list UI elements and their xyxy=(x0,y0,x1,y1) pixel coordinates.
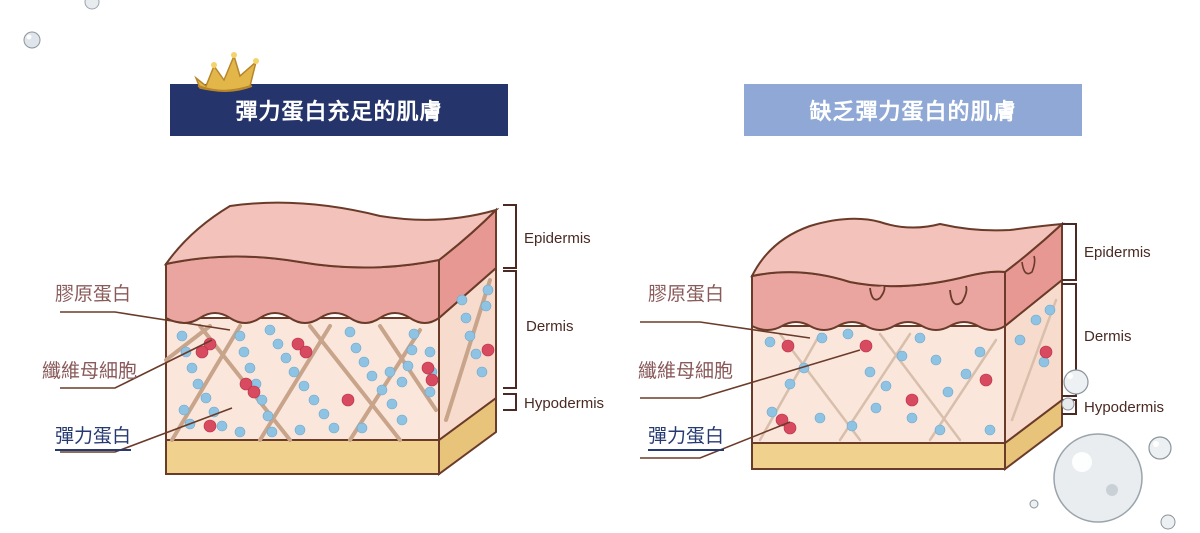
panel-title-lacking-elastin: 缺乏彈力蛋白的肌膚 xyxy=(744,84,1082,136)
label-hypodermis-right: Hypodermis xyxy=(1084,399,1165,416)
label-elastin-left: 彈力蛋白 xyxy=(55,421,132,451)
water-drop-icon xyxy=(23,0,100,49)
fibroblast-cells-right xyxy=(775,339,1053,435)
label-dermis-right: Dermis xyxy=(1084,328,1132,345)
label-collagen-right: 膠原蛋白 xyxy=(648,283,725,305)
elastin-fibers-right xyxy=(764,304,1056,436)
label-hypodermis-left: Hypodermis xyxy=(524,395,605,412)
elastin-fibers-left xyxy=(176,284,494,438)
skin-block-left xyxy=(60,201,517,476)
label-elastin-right: 彈力蛋白 xyxy=(648,421,725,451)
water-drop-icon xyxy=(1029,369,1176,530)
skin-block-right xyxy=(640,217,1077,472)
label-dermis-left: Dermis xyxy=(526,318,574,335)
label-epidermis-left: Epidermis xyxy=(524,230,591,247)
label-fibroblast-left: 纖維母細胞 xyxy=(42,360,138,382)
crown-icon xyxy=(194,52,259,92)
fibroblast-cells-left xyxy=(195,337,495,433)
label-epidermis-right: Epidermis xyxy=(1084,244,1151,261)
panel-title-sufficient-elastin: 彈力蛋白充足的肌膚 xyxy=(170,84,508,136)
label-fibroblast-right: 纖維母細胞 xyxy=(638,360,734,382)
label-collagen-left: 膠原蛋白 xyxy=(55,283,132,305)
